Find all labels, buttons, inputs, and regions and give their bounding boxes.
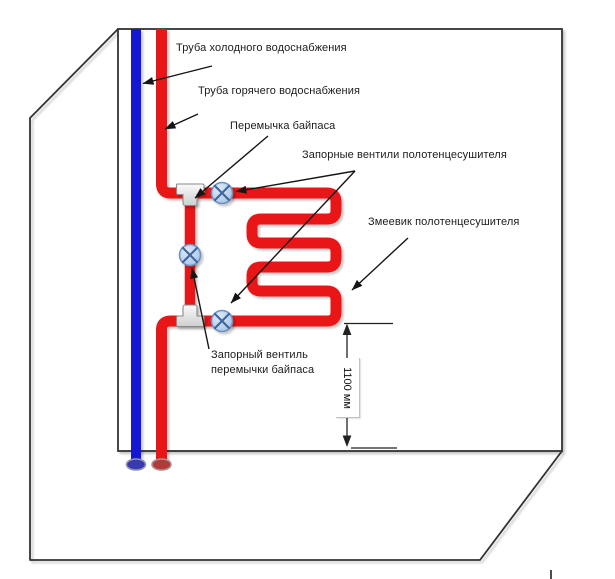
tee-fitting-bottom [175, 304, 205, 328]
label-bypass-valve: Запорный вентиль перемычки байпаса [211, 348, 314, 378]
label-towel-valves: Запорные вентили полотенцесушителя [302, 149, 507, 161]
leader-arrow-bypass-valve [190, 267, 210, 350]
leader-arrow-hot-pipe [164, 113, 199, 130]
room-perspective-outline [29, 28, 563, 561]
hot-water-pipe-and-coil [156, 29, 342, 462]
bypass-valve [178, 243, 202, 267]
leader-arrow-valve-top [235, 170, 356, 194]
label-bypass-jumper: Перемычка байпаса [230, 120, 336, 132]
label-cold-pipe: Труба холодного водоснабжения [176, 42, 347, 54]
leader-arrow-bypass-jumper [194, 135, 269, 199]
cold-pipe-floor-collar [125, 458, 147, 471]
towel-rail-valve-top [210, 181, 234, 205]
hot-pipe-floor-collar [151, 458, 172, 471]
leader-arrow-cold-pipe [142, 65, 213, 85]
valve-cross-icon [181, 246, 199, 264]
dimension-label-box [336, 358, 360, 418]
leader-arrow-valve-bottom [230, 170, 356, 304]
towel-rail-valve-bottom [210, 309, 234, 333]
label-hot-pipe: Труба горячего водоснабжения [198, 85, 361, 97]
label-bypass-valve-line2: перемычки байпаса [211, 364, 315, 376]
leader-arrow-coil [351, 237, 409, 291]
label-bypass-valve-line1: Запорный вентиль [211, 349, 308, 361]
label-coil: Змеевик полотенцесушителя [368, 216, 520, 228]
dimension-arrow-down-icon [342, 435, 352, 447]
valve-cross-icon [213, 312, 231, 330]
dimension-arrow-up-icon [342, 323, 352, 335]
valve-cross-icon [213, 184, 231, 202]
dimension-label: 1100 мм [341, 367, 353, 409]
